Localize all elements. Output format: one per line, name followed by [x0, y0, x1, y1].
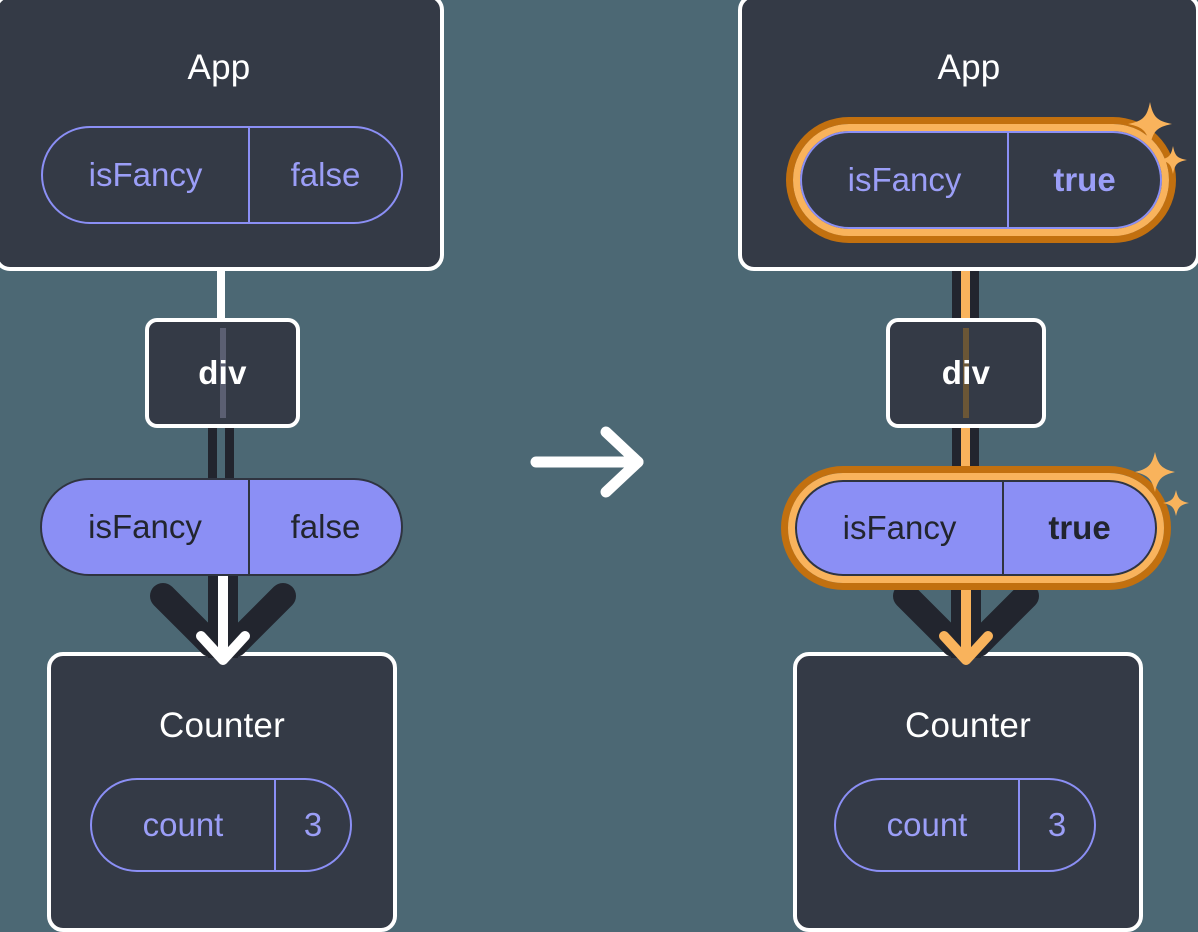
sparkle-icon-props-after	[1134, 450, 1190, 520]
transition-arrow-icon	[528, 424, 652, 500]
div-dom-node-before: div	[145, 318, 300, 428]
div-dom-node-after: div	[886, 318, 1046, 428]
props-pill-before[interactable]: isFancy false	[40, 478, 403, 576]
app-state-value-before: false	[248, 128, 401, 222]
div-label-before: div	[198, 354, 247, 391]
connector-div-to-props-core-after	[961, 424, 970, 482]
counter-title-before: Counter	[159, 706, 285, 745]
props-key-after: isFancy	[842, 509, 957, 546]
app-state-key-after: isFancy	[847, 161, 962, 198]
app-state-key-before: isFancy	[88, 156, 203, 193]
app-title-after: App	[937, 48, 1001, 87]
app-state-pill-before[interactable]: isFancy false	[41, 126, 403, 224]
app-state-pill-after[interactable]: isFancy true	[800, 131, 1162, 229]
arrow-props-to-counter-after	[888, 572, 1044, 672]
div-label-after: div	[941, 354, 991, 391]
connector-app-to-div-before	[217, 266, 225, 322]
sparkle-icon-app-after	[1126, 100, 1188, 180]
counter-state-key-after: count	[886, 806, 968, 843]
connector-div-to-props-right-before	[225, 424, 234, 480]
connector-div-to-props-left-before	[208, 424, 217, 480]
arrow-props-to-counter-before	[145, 572, 301, 672]
props-pill-after[interactable]: isFancy true	[795, 480, 1157, 576]
connector-through-div-after	[963, 328, 969, 418]
props-value-after: true	[1002, 482, 1155, 574]
counter-state-value-after: 3	[1018, 780, 1094, 870]
connector-through-div-before	[219, 328, 226, 418]
counter-title-after: Counter	[905, 706, 1031, 745]
counter-state-value-before: 3	[274, 780, 350, 870]
counter-state-pill-before[interactable]: count 3	[90, 778, 352, 872]
props-key-before: isFancy	[88, 508, 202, 545]
counter-state-key-before: count	[142, 806, 224, 843]
counter-state-pill-after[interactable]: count 3	[834, 778, 1096, 872]
props-value-before: false	[248, 480, 401, 574]
app-title-before: App	[187, 48, 251, 87]
app-state-value-after: true	[1007, 133, 1160, 227]
